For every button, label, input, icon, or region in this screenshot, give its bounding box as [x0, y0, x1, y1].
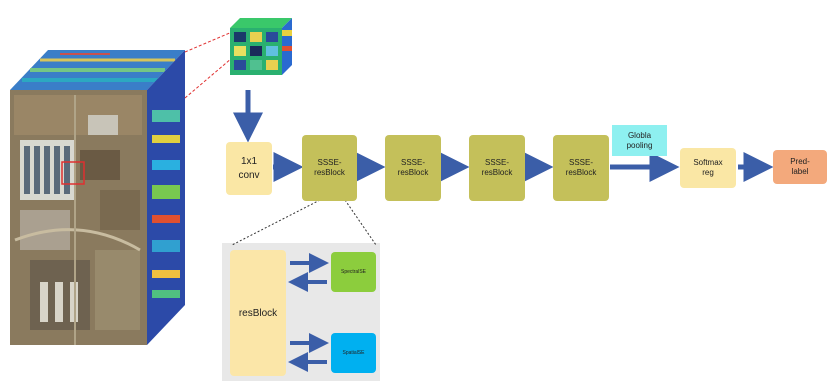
global-pooling-label: Globla pooling	[612, 125, 667, 156]
spectral-se-block: SpectralSE	[331, 252, 376, 292]
patch-connector-lower	[184, 57, 233, 99]
spatial-se-block: SpatialSE	[331, 333, 376, 373]
conv-block: 1x1 conv	[226, 142, 272, 195]
ssse-resblock-1: SSSE- resBlock	[302, 135, 357, 201]
softmax-block: Softmax reg	[680, 148, 736, 188]
patch-connector-upper	[184, 31, 233, 53]
resblock-detail: resBlock	[230, 250, 286, 376]
ssse-resblock-4: SSSE- resBlock	[553, 135, 609, 201]
patch-cube-icon	[230, 18, 292, 75]
pred-label-block: Pred- label	[773, 150, 827, 184]
detail-connector-right	[344, 199, 377, 246]
hyperspectral-cube-icon	[10, 50, 185, 345]
detail-connector-left	[231, 199, 321, 246]
ssse-resblock-3: SSSE- resBlock	[469, 135, 525, 201]
ssse-resblock-2: SSSE- resBlock	[385, 135, 441, 201]
